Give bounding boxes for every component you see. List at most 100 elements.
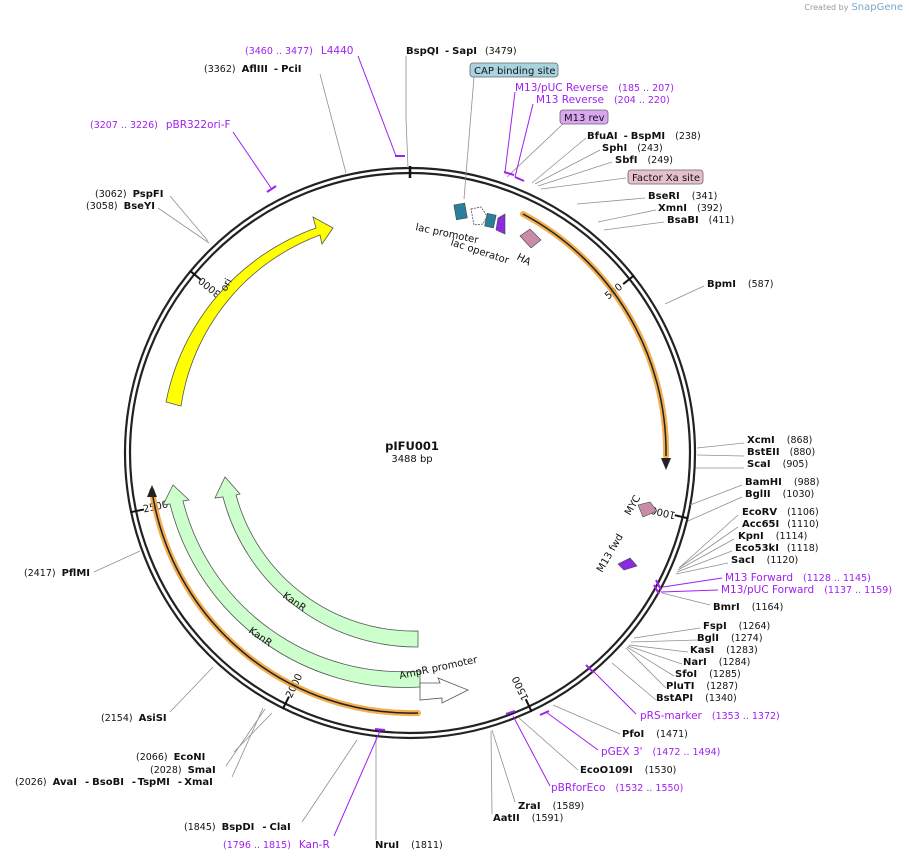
site-bseyi[interactable]: (3058)BseYI bbox=[86, 201, 155, 212]
site-bspdi[interactable]: (1845)BspDI-ClaI bbox=[184, 822, 291, 833]
site-afliii[interactable]: (3362)AflIII-PciI bbox=[204, 64, 301, 75]
site-kpni[interactable]: KpnI(1114) bbox=[738, 531, 807, 542]
factor-xa-box[interactable] bbox=[627, 169, 704, 185]
cap-binding-site-box[interactable] bbox=[469, 62, 559, 78]
site-pluti[interactable]: PluTI(1287) bbox=[666, 681, 738, 692]
orf-arc-kanr-arrow bbox=[147, 485, 157, 497]
kanr-feature-arrow-outer bbox=[162, 484, 421, 688]
site-kasi[interactable]: KasI(1283) bbox=[690, 645, 758, 656]
leader-saci bbox=[675, 562, 729, 575]
leader-m13rev-box bbox=[506, 121, 566, 178]
tick-mark-1000 bbox=[674, 514, 689, 520]
site-avai[interactable]: (2026)AvaI-BsoBI-TspMI-XmaI bbox=[15, 777, 213, 788]
m13-rev-box[interactable] bbox=[559, 109, 609, 125]
backbone-outer-strand bbox=[123, 166, 697, 740]
site-fspi[interactable]: FspI(1264) bbox=[703, 621, 770, 632]
leader-xmni bbox=[597, 209, 657, 223]
leader-sfoi bbox=[626, 646, 675, 677]
site-bsabi[interactable]: BsaBI(411) bbox=[667, 215, 734, 226]
leader-pfoi bbox=[552, 704, 621, 735]
orf-arc-main-arrow bbox=[661, 458, 671, 470]
site-xmni[interactable]: XmnI(392) bbox=[658, 203, 723, 214]
site-nrui[interactable]: NruI(1811) bbox=[375, 840, 443, 851]
leader-pflmi bbox=[93, 550, 141, 573]
leader-bsteii bbox=[696, 454, 745, 457]
leader-factorxa bbox=[540, 177, 627, 190]
leader-bamhi bbox=[689, 484, 743, 506]
site-bfuai[interactable]: BfuAI-BspMI(238) bbox=[587, 131, 701, 142]
ori-feature-arrow bbox=[165, 216, 334, 407]
site-ecorv[interactable]: EcoRV(1106) bbox=[742, 507, 819, 518]
primer-line-m13-forward bbox=[662, 577, 723, 588]
primer-prs-marker[interactable]: pRS-marker(1353 .. 1372) bbox=[640, 710, 780, 722]
site-aatii[interactable]: AatII(1591) bbox=[493, 813, 563, 824]
site-bpmi[interactable]: BpmI(587) bbox=[707, 279, 773, 290]
tick-mark-2000 bbox=[281, 696, 290, 710]
site-pspfi[interactable]: (3062)PspFI bbox=[95, 189, 163, 200]
site-bseri[interactable]: BseRI(341) bbox=[648, 191, 717, 202]
site-ecoo109i[interactable]: EcoO109I(1530) bbox=[580, 765, 676, 776]
primer-pbr322ori-f[interactable]: (3207 .. 3226)pBR322ori-F bbox=[90, 119, 231, 131]
site-scai[interactable]: ScaI(905) bbox=[747, 459, 808, 470]
site-nari[interactable]: NarI(1284) bbox=[683, 657, 750, 668]
site-sfoi[interactable]: SfoI(1285) bbox=[675, 669, 741, 680]
site-pfoi[interactable]: PfoI(1471) bbox=[622, 729, 688, 740]
site-smai[interactable]: (2028)SmaI bbox=[150, 765, 216, 776]
leader-bspdi bbox=[301, 739, 358, 823]
leader-asisi bbox=[169, 666, 214, 713]
primer-m13puc-reverse[interactable]: M13/pUC Reverse(185 .. 207) bbox=[515, 82, 674, 94]
backbone-inner-strand bbox=[128, 171, 692, 735]
m13-fwd-label: M13 fwd bbox=[595, 532, 626, 574]
site-acc65i[interactable]: Acc65I(1110) bbox=[742, 519, 819, 530]
site-xcmi[interactable]: XcmI(868) bbox=[747, 435, 812, 446]
site-bstapi[interactable]: BstAPI(1340) bbox=[656, 693, 737, 704]
leader-ecorv bbox=[679, 514, 739, 568]
leader-fspi bbox=[633, 627, 701, 639]
site-bmri[interactable]: BmrI(1164) bbox=[713, 602, 783, 613]
primer-l4440[interactable]: (3460 .. 3477)L4440 bbox=[245, 45, 353, 57]
site-econi[interactable]: (2066)EcoNI bbox=[136, 752, 205, 763]
site-sbfi[interactable]: SbfI(249) bbox=[615, 155, 673, 166]
ori-label: ori bbox=[219, 277, 235, 294]
m13-rev-label: M13 rev bbox=[564, 113, 605, 124]
leader-bpmi bbox=[664, 285, 705, 305]
leader-zrai bbox=[491, 729, 516, 803]
leader-smai bbox=[225, 708, 266, 767]
site-bglii[interactable]: BglII(1030) bbox=[745, 489, 814, 500]
site-asisi[interactable]: (2154)AsiSI bbox=[101, 713, 167, 724]
primer-m13puc-forward[interactable]: M13/pUC Forward(1137 .. 1159) bbox=[721, 584, 892, 596]
created-by-text: Created by bbox=[804, 3, 849, 12]
primer-lines bbox=[232, 55, 723, 837]
leader-bspqi bbox=[405, 56, 409, 169]
boxed-features: CAP binding site M13 rev Factor Xa site bbox=[469, 62, 704, 185]
site-eco53ki[interactable]: Eco53kI(1118) bbox=[735, 543, 819, 554]
myc-tag-shape bbox=[637, 501, 658, 518]
primer-pgex3[interactable]: pGEX 3'(1472 .. 1494) bbox=[601, 746, 720, 758]
site-bgli[interactable]: BglI(1274) bbox=[697, 633, 763, 644]
tick-mark-1500 bbox=[524, 698, 533, 713]
leader-cap bbox=[463, 76, 475, 200]
site-bsteii[interactable]: BstEII(880) bbox=[747, 447, 815, 458]
primer-m13-reverse[interactable]: M13 Reverse(204 .. 220) bbox=[536, 94, 670, 106]
primer-pbrforeco[interactable]: pBRforEco(1532 .. 1550) bbox=[551, 782, 683, 794]
tick-label-1500: 1500 bbox=[511, 674, 532, 702]
leader-ecoo109i bbox=[518, 717, 579, 771]
site-bspqi[interactable]: BspQI-SapI(3479) bbox=[406, 46, 517, 57]
leader-bglii bbox=[687, 496, 743, 522]
site-bamhi[interactable]: BamHI(988) bbox=[745, 477, 819, 488]
site-sphi[interactable]: SphI(243) bbox=[602, 143, 663, 154]
primer-line-m13puc-forward bbox=[660, 589, 719, 593]
leader-aatii bbox=[490, 730, 493, 815]
site-saci[interactable]: SacI(1120) bbox=[731, 555, 798, 566]
primer-m13-forward[interactable]: M13 Forward(1128 .. 1145) bbox=[725, 572, 871, 584]
leader-kasi bbox=[628, 644, 689, 653]
primer-line-prs-marker bbox=[591, 669, 637, 715]
site-pflmi[interactable]: (2417)PflMI bbox=[24, 568, 90, 579]
center-label: pIFU001 3488 bp bbox=[385, 439, 439, 465]
feature-shapes bbox=[162, 202, 658, 704]
site-zrai[interactable]: ZraI(1589) bbox=[518, 801, 584, 812]
m13-fwd-shape bbox=[617, 557, 638, 571]
primer-kan-r[interactable]: (1796 .. 1815)Kan-R bbox=[223, 839, 330, 851]
factor-xa-label: Factor Xa site bbox=[632, 173, 700, 184]
